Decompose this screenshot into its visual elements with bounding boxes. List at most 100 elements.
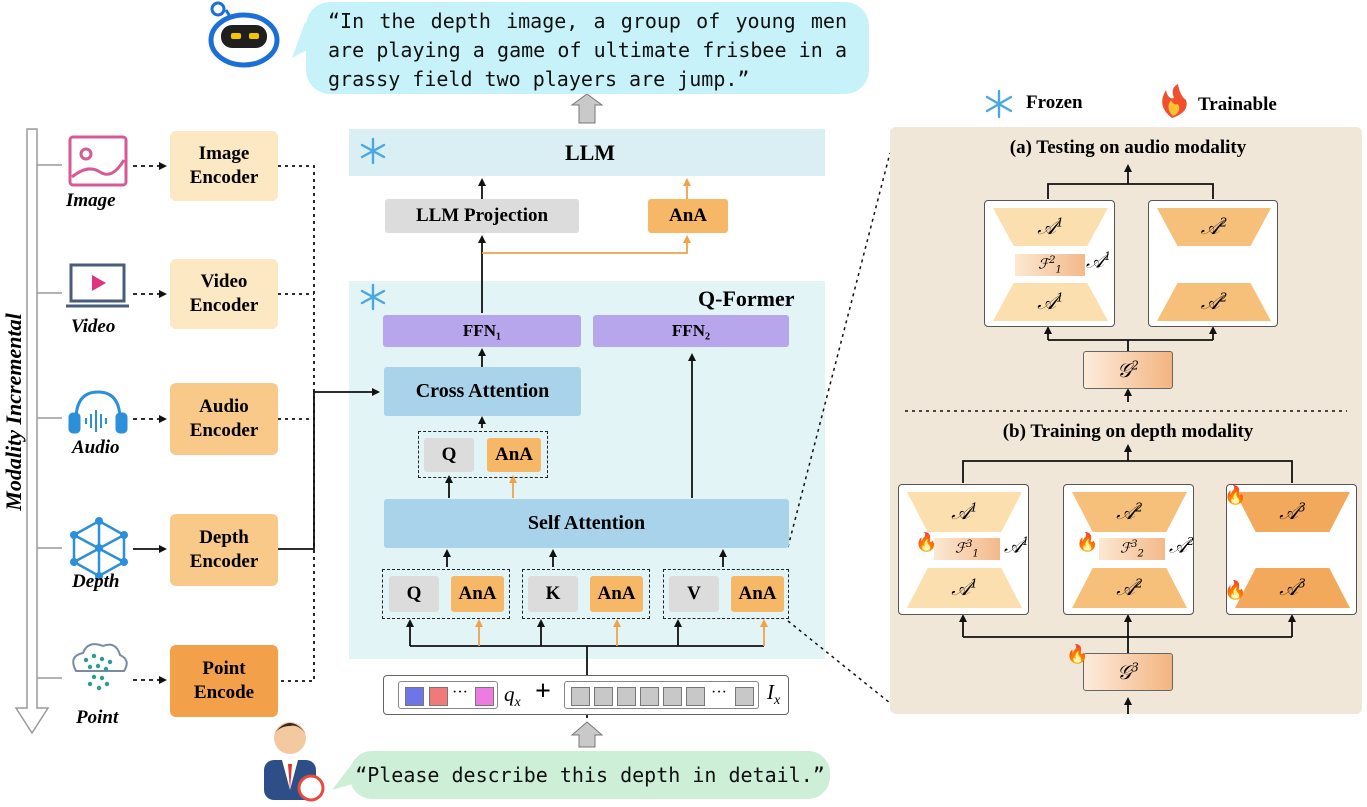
audio-adapter-stack-2: 𝒜2 𝒜2 [1148,200,1278,327]
fusion-F12-box: ℱ21 [1015,254,1085,276]
modality-incremental-label: Modality Incremental [1,313,26,511]
gate-G3-box: 𝒢3 [1083,653,1173,691]
flame-icon: 🔥 [1224,580,1247,600]
modality-label-point: Point [76,707,119,728]
point-encoder: Point Encode [170,645,278,717]
user-prompt-text: “Please describe this depth in detail.” [355,763,825,787]
flame-icon: 🔥 [915,532,938,552]
q-ana-box: AnA [451,576,504,612]
image-token-ellipsis: ··· [711,684,727,701]
flame-icon: 🔥 [1224,485,1247,505]
ix-label: Ix [767,680,781,709]
image-token [640,687,659,706]
image-token [686,687,705,706]
legend-trainable-label: Trainable [1198,94,1277,115]
user-prompt-bubble: “Please describe this depth in detail.” [350,751,830,799]
image-token [617,687,636,706]
video-icon [66,263,129,308]
modality-label-image: Image [66,190,116,211]
query-token-group: ··· [398,681,498,709]
adapter-A1-top: 𝒜1 [907,492,1022,532]
panel-a-title: (a) Testing on audio modality [1009,137,1247,158]
fusion-F23-box: ℱ32 [1099,538,1165,560]
cross-attention-box: Cross Attention [384,367,581,416]
video-encoder: Video Encoder [170,259,278,329]
depth-adapter-stack-3: 𝒜3 𝒜3 [1226,484,1357,615]
qx-label: qx [504,682,521,711]
cross-ana-box: AnA [487,438,541,472]
legend-frozen-label: Frozen [1026,92,1083,113]
llm-response-text: “In the depth image, a group of young me… [328,9,847,91]
audio-adapter-stack-1: 𝒜1 ℱ21 𝒜1 𝒜1 [984,200,1115,327]
adapter-A2-bottom: 𝒜2 [1072,568,1187,608]
snowflake-icon [985,89,1013,119]
k-group [522,569,650,619]
llm-projection-box: LLM Projection [385,199,579,233]
image-token [594,687,613,706]
adapter-A2-top: 𝒜2 [1157,208,1271,246]
depth-adapter-stack-1: 𝒜1 ℱ31 𝒜1 𝒜1 [898,484,1029,615]
output-up-arrow [570,93,604,124]
adapter-A1-hat: 𝒜1 [1086,250,1111,273]
ffn2-box: FFN₂ [593,315,789,347]
panel-b-title: (b) Training on depth modality [1002,421,1254,442]
llm-region [349,129,825,176]
q-group [382,569,510,619]
image-token-group: ··· [564,681,759,709]
image-token [735,687,754,706]
flame-icon [1162,84,1187,118]
query-token [429,687,448,706]
adapter-A2-hat: 𝒜2 [1169,535,1194,558]
adapter-A1-hat: 𝒜1 [1004,535,1029,558]
input-token-row: ··· qx + ··· Ix [383,675,789,715]
cross-q-box: Q [424,438,474,472]
v-ana-box: AnA [731,576,784,612]
modality-label-depth: Depth [72,571,120,592]
gate-G2-box: 𝒢2 [1083,351,1173,389]
modality-label-audio: Audio [72,437,120,458]
self-attention-box: Self Attention [384,499,789,548]
image-icon [68,135,128,187]
adapter-A2-bottom: 𝒜2 [1157,283,1271,321]
image-encoder: Image Encoder [170,131,278,201]
adapter-A1-bottom: 𝒜1 [907,568,1022,608]
flame-icon: 🔥 [1066,644,1089,664]
flame-icon: 🔥 [1076,532,1099,552]
adapter-A3-top: 𝒜3 [1235,492,1350,532]
query-token-ellipsis: ··· [452,684,468,701]
llm-response-bubble: “In the depth image, a group of young me… [306,2,869,94]
depth-icon [70,517,128,580]
v-box: V [669,576,719,612]
ffn1-box: FFN₁ [383,315,581,347]
input-up-arrow [570,721,604,748]
plus-sign: + [535,676,551,707]
ana-adapter-top: AnA [648,199,728,233]
modality-label-video: Video [71,316,116,337]
audio-encoder: Audio Encoder [170,383,278,455]
query-token [405,687,424,706]
qformer-label: Q-Former [698,286,795,311]
adapter-A1-top: 𝒜1 [993,208,1108,246]
llm-label: LLM [564,140,616,165]
point-cloud-icon [72,643,128,691]
k-box: K [528,576,578,612]
depth-encoder: Depth Encoder [170,514,278,586]
depth-adapter-stack-2: 𝒜2 ℱ32 𝒜2 𝒜2 [1063,484,1194,615]
query-token [475,687,494,706]
adapter-A2-top: 𝒜2 [1072,492,1187,532]
modality-incremental-arrow [14,128,50,735]
q-box: Q [389,576,439,612]
top-bubble-tail [292,22,318,58]
user-question-icon [264,722,325,802]
image-token [663,687,682,706]
adapter-A1-bottom: 𝒜1 [993,283,1108,321]
image-token [571,687,590,706]
snowflake-icon [360,283,386,311]
k-ana-box: AnA [590,576,643,612]
v-group [663,569,789,619]
audio-icon [68,390,128,434]
snowflake-icon [360,137,386,165]
fusion-F13-box: ℱ31 [934,538,1000,560]
robot-icon [208,1,280,68]
adapter-A3-bottom: 𝒜3 [1235,568,1350,608]
